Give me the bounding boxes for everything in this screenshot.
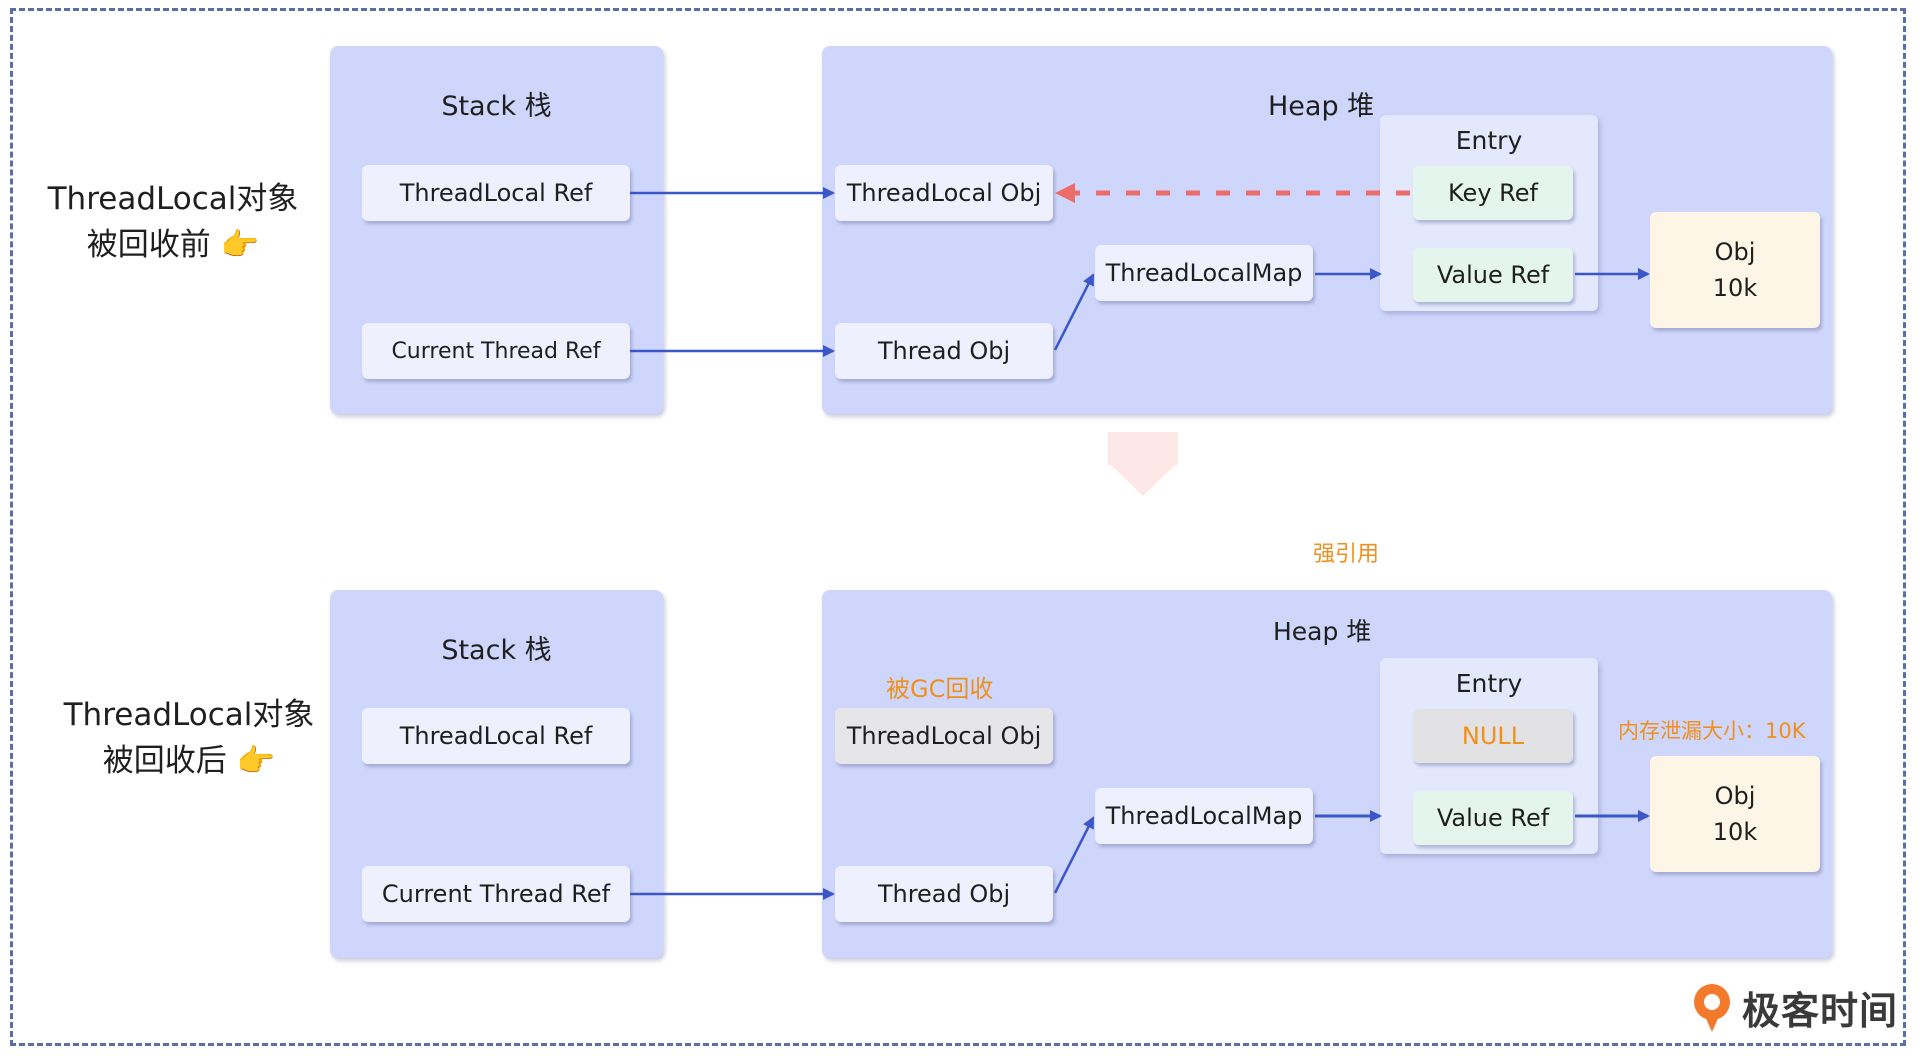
before-side-label-line1: ThreadLocal对象 <box>47 181 299 217</box>
gc-label: 被GC回收 <box>886 675 994 703</box>
after-current-thread-ref: Current Thread Ref <box>362 866 630 922</box>
before-heap-title: Heap 堆 <box>1268 91 1375 122</box>
after-null-ref: NULL <box>1413 709 1573 763</box>
before-value-ref: Value Ref <box>1413 248 1573 302</box>
before-threadlocal-ref: ThreadLocal Ref <box>362 165 630 221</box>
after-threadlocalmap: ThreadLocalMap <box>1095 788 1313 844</box>
brand-logo: 极客时间 <box>1690 980 1898 1035</box>
after-obj-line1: Obj <box>1714 782 1756 810</box>
after-threadlocal-ref: ThreadLocal Ref <box>362 708 630 764</box>
geektime-logo-icon <box>1694 983 1730 1032</box>
before-stack-title: Stack 栈 <box>441 91 552 122</box>
after-heap-title: Heap 堆 <box>1273 617 1372 646</box>
after-side-label-line2: 被回收后 👉 <box>102 743 276 779</box>
after-side-label-line1: ThreadLocal对象 <box>63 697 315 733</box>
strong-ref-label: 强引用 <box>1313 542 1380 567</box>
after-side-label: ThreadLocal对象 被回收后 👉 <box>54 692 324 784</box>
after-obj: Obj 10k <box>1650 756 1820 872</box>
brand-logo-text: 极客时间 <box>1742 989 1899 1033</box>
before-obj-line1: Obj <box>1714 238 1756 266</box>
after-obj-line2: 10k <box>1712 818 1758 846</box>
leak-size-label: 内存泄漏大小：10K <box>1618 719 1806 743</box>
after-stack-title: Stack 栈 <box>441 635 552 666</box>
after-thread-obj: Thread Obj <box>835 866 1053 922</box>
before-key-ref: Key Ref <box>1413 166 1573 220</box>
before-entry-title: Entry <box>1455 126 1523 155</box>
before-threadlocalmap: ThreadLocalMap <box>1095 245 1313 301</box>
before-threadlocal-obj: ThreadLocal Obj <box>835 165 1053 221</box>
diagram-frame <box>10 8 1906 1046</box>
after-threadlocal-obj: ThreadLocal Obj <box>835 708 1053 764</box>
after-entry-title: Entry <box>1455 669 1523 698</box>
before-obj: Obj 10k <box>1650 212 1820 328</box>
before-side-label-line2: 被回收前 👉 <box>86 227 260 263</box>
before-current-thread-ref: Current Thread Ref <box>362 323 630 379</box>
before-obj-line2: 10k <box>1712 274 1758 302</box>
before-thread-obj: Thread Obj <box>835 323 1053 379</box>
before-side-label: ThreadLocal对象 被回收前 👉 <box>38 176 308 268</box>
after-value-ref: Value Ref <box>1413 791 1573 845</box>
